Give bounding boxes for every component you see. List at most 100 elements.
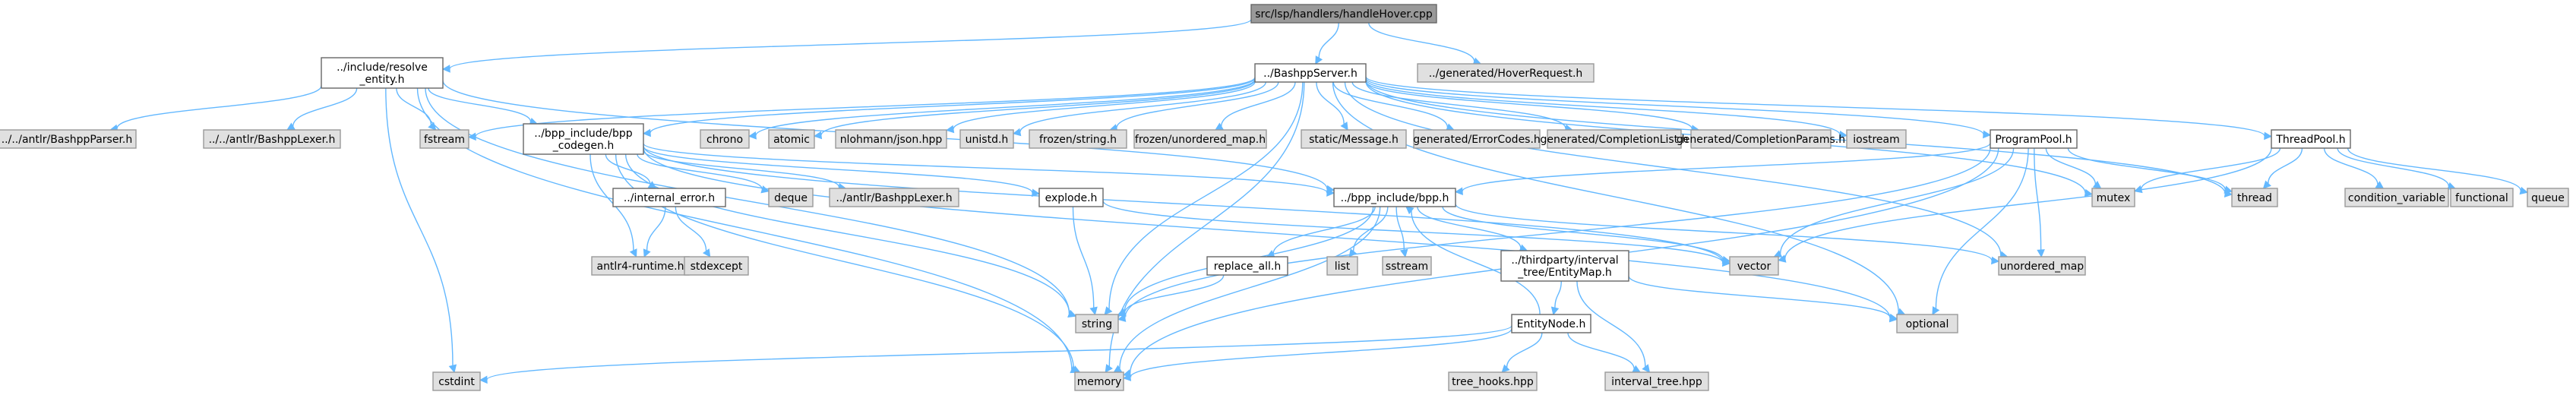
arrowhead bbox=[1315, 55, 1323, 65]
edge-bashpp-to-codegen bbox=[642, 77, 1256, 137]
node-explode[interactable]: explode.h bbox=[1038, 188, 1104, 207]
edge-resolve-to-string bbox=[425, 87, 1077, 318]
arrowhead bbox=[1932, 306, 1940, 315]
arrowhead bbox=[642, 128, 651, 137]
edge-threadpool-to-thread bbox=[2262, 147, 2303, 189]
node-label: cstdint bbox=[438, 376, 475, 388]
node-box bbox=[523, 123, 644, 155]
node-label: explode.h bbox=[1045, 192, 1098, 204]
node-label: list bbox=[1335, 261, 1351, 273]
node-box bbox=[1690, 129, 1832, 149]
node-label: ProgramPool.h bbox=[1995, 134, 2072, 146]
node-label: tree_hooks.hpp bbox=[1452, 376, 1534, 388]
node-label: stdexcept bbox=[691, 261, 743, 273]
node-label: memory bbox=[1077, 376, 1122, 388]
node-label: atomic bbox=[773, 134, 810, 146]
node-label: ThreadPool.h bbox=[2275, 134, 2345, 146]
node-label: nlohmann/json.hpp bbox=[840, 134, 943, 146]
edge-bashpp-to-progpool bbox=[1365, 77, 1992, 139]
edge-interr-to-antlr4 bbox=[643, 206, 666, 258]
node-replaceall[interactable]: replace_all.h bbox=[1206, 256, 1288, 276]
node-box bbox=[1547, 129, 1682, 149]
edge-entitynode-to-bpph bbox=[1405, 206, 1541, 315]
node-string: string bbox=[1075, 314, 1119, 333]
node-label: sstream bbox=[1386, 261, 1428, 273]
node-label: EntityNode.h bbox=[1517, 318, 1586, 330]
edge-bashpp-to-threadpool bbox=[1365, 76, 2273, 141]
node-box bbox=[1417, 63, 1595, 83]
arrowhead bbox=[1454, 187, 1463, 196]
arrowhead bbox=[643, 248, 651, 258]
arrowhead bbox=[1983, 130, 1992, 139]
node-interr[interactable]: ../internal_error.h bbox=[612, 188, 726, 207]
edge-entitynode-to-cstdint bbox=[479, 325, 1512, 384]
edge-bashpp-to-compparams bbox=[1365, 81, 1700, 133]
node-box bbox=[768, 129, 815, 149]
node-box bbox=[1075, 314, 1119, 333]
node-treehooks: tree_hooks.hpp bbox=[1448, 371, 1538, 391]
arrowhead bbox=[1405, 206, 1414, 215]
node-threadpool[interactable]: ThreadPool.h bbox=[2271, 129, 2351, 149]
node-compparams: generated/CompletionParams.h bbox=[1677, 129, 1845, 149]
node-box bbox=[203, 129, 341, 149]
node-label: ../thirdparty/interval bbox=[1511, 254, 1618, 267]
edge-resolve-to-parserh bbox=[109, 85, 322, 133]
edge-entitymap-to-entitynode bbox=[1550, 280, 1562, 316]
node-entitymap[interactable]: ../thirdparty/interval_tree/EntityMap.h bbox=[1500, 250, 1629, 282]
node-box bbox=[419, 129, 469, 149]
edge-entitymap-to-itree bbox=[1576, 280, 1651, 373]
node-lexer2: ../../antlr/BashppLexer.h bbox=[203, 129, 341, 149]
node-label: ../include/resolve bbox=[337, 62, 428, 74]
node-label: ../bpp_include/bpp.h bbox=[1341, 192, 1449, 204]
arrowhead bbox=[448, 364, 457, 374]
node-progpool[interactable]: ProgramPool.h bbox=[1990, 129, 2078, 149]
arrowhead bbox=[1777, 254, 1787, 263]
node-box bbox=[2527, 188, 2569, 207]
arrowhead bbox=[2264, 131, 2273, 141]
node-box bbox=[1206, 256, 1288, 276]
node-label: _entity.h bbox=[359, 74, 405, 86]
node-bpph[interactable]: ../bpp_include/bpp.h bbox=[1333, 188, 1456, 207]
node-box bbox=[829, 188, 959, 207]
node-box bbox=[1133, 129, 1267, 149]
node-bashpp[interactable]: ../BashppServer.h bbox=[1254, 63, 1367, 83]
arrowhead bbox=[479, 375, 488, 384]
node-complist: generated/CompletionList.h bbox=[1540, 129, 1689, 149]
node-unistd: unistd.h bbox=[959, 129, 1014, 149]
edge-entitymap-to-optional bbox=[1628, 276, 1898, 322]
arrowhead bbox=[2092, 181, 2102, 189]
node-label: ../generated/HoverRequest.h bbox=[1429, 68, 1583, 80]
arrowhead bbox=[1105, 364, 1113, 373]
edge-codegen-to-bpph bbox=[643, 143, 1335, 197]
node-box bbox=[1990, 129, 2078, 149]
node-atomic: atomic bbox=[768, 129, 815, 149]
arrowhead bbox=[428, 122, 437, 131]
node-label: fstream bbox=[424, 134, 465, 146]
node-label: deque bbox=[774, 192, 808, 204]
node-box bbox=[835, 129, 947, 149]
node-label: frozen/string.h bbox=[1039, 134, 1117, 146]
node-fumap: frozen/unordered_map.h bbox=[1133, 129, 1267, 149]
node-box bbox=[0, 129, 137, 149]
node-box bbox=[700, 129, 750, 149]
node-layer: src/lsp/handlers/handleHover.cpp../inclu… bbox=[0, 4, 2569, 391]
node-label: generated/CompletionParams.h bbox=[1677, 134, 1845, 146]
arrowhead bbox=[2519, 186, 2529, 195]
edge-progpool-to-umap bbox=[2034, 147, 2045, 258]
node-label: ../../antlr/BashppParser.h bbox=[2, 134, 133, 146]
edge-bashpp-to-unistd bbox=[1012, 81, 1266, 137]
edge-root-to-bashpp bbox=[1315, 22, 1339, 65]
edge-bashpp-to-json bbox=[945, 81, 1256, 134]
arrowhead bbox=[1326, 188, 1335, 197]
node-box bbox=[1846, 129, 1907, 149]
node-sstream: sstream bbox=[1382, 256, 1432, 276]
node-label: ../BashppServer.h bbox=[1263, 68, 1358, 80]
node-resolve[interactable]: ../include/resolve_entity.h bbox=[321, 57, 444, 89]
node-entitynode[interactable]: EntityNode.h bbox=[1511, 314, 1591, 333]
edge-threadpool-to-queue bbox=[2347, 147, 2529, 195]
node-codegen[interactable]: ../bpp_include/bpp_codegen.h bbox=[523, 123, 644, 155]
edge-progpool-to-string bbox=[1117, 147, 1991, 322]
node-label: queue bbox=[2531, 192, 2565, 204]
edge-bashpp-to-staticmsg bbox=[1316, 81, 1348, 131]
